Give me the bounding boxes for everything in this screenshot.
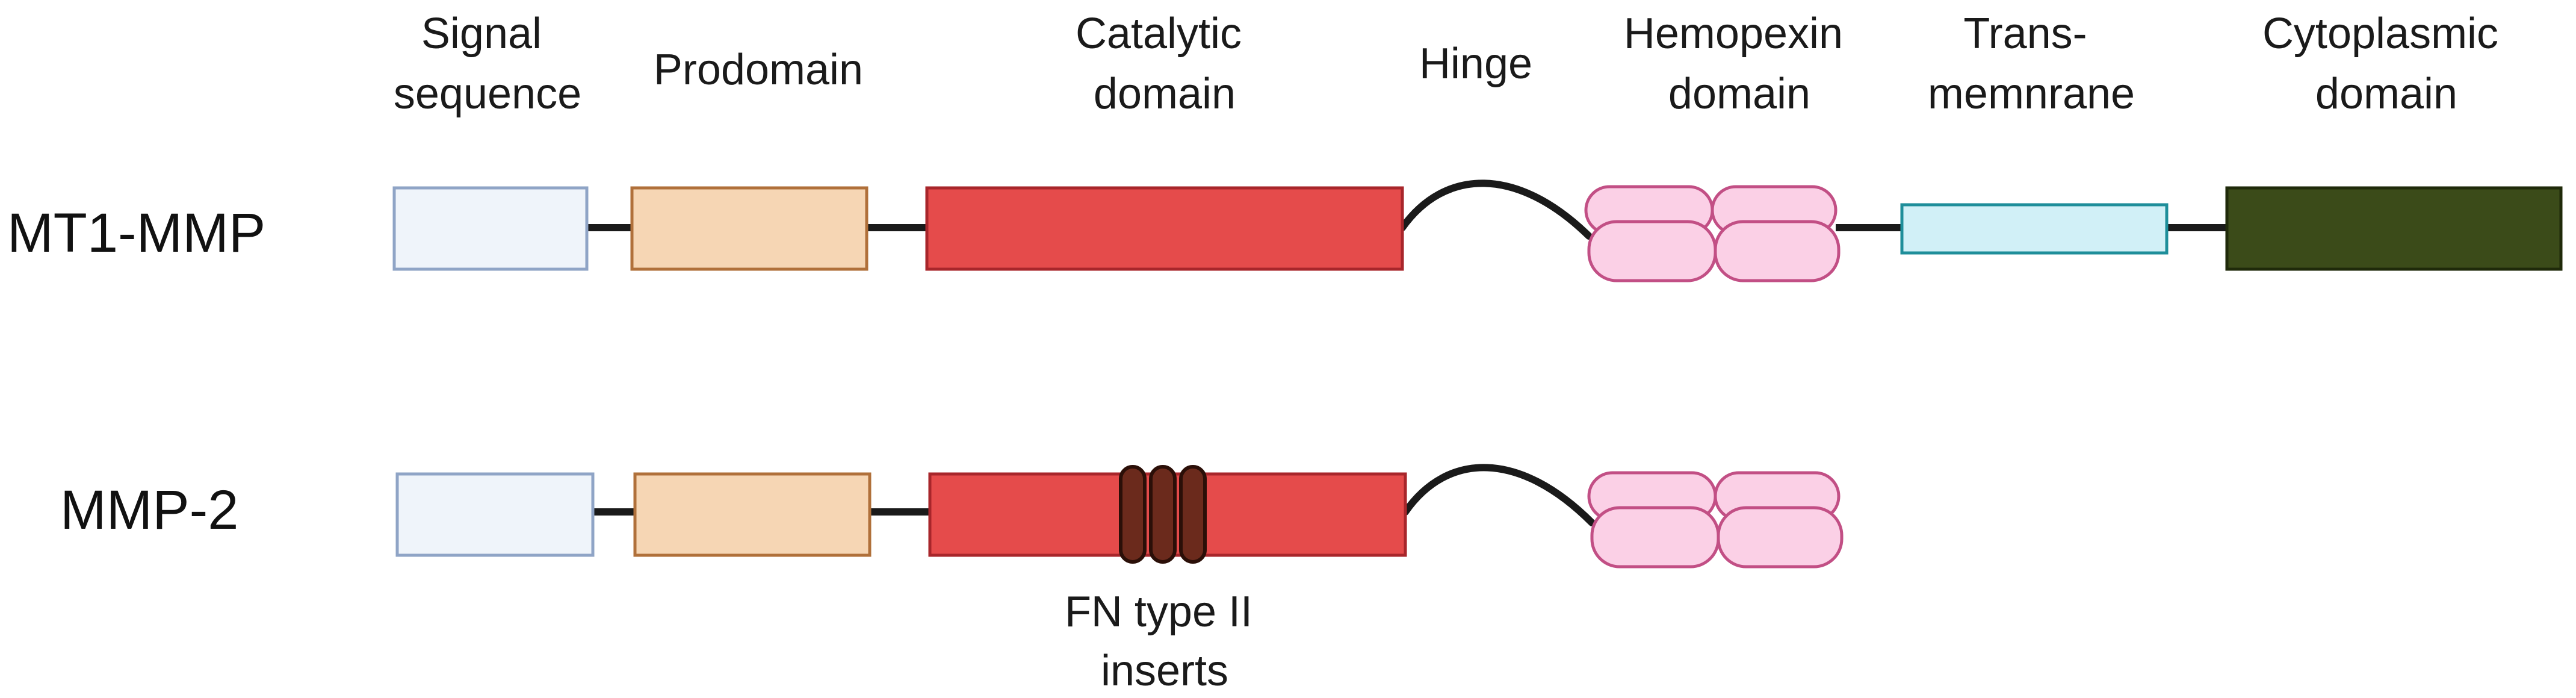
signal-sequence-domain <box>395 472 595 557</box>
mmp-2-domains <box>395 464 1844 569</box>
fn-type-ii-inserts <box>1119 465 1207 564</box>
row-label-mt1-mmp: MT1-MMP <box>7 202 265 264</box>
header-signal-sequence: Signal sequence <box>394 10 581 118</box>
hinge-loop <box>1399 179 1593 240</box>
hemopexin-domain <box>1584 185 1841 282</box>
header-catalytic-domain: Catalytic domain <box>1076 10 1254 118</box>
header-prodomain: Prodomain <box>654 46 863 94</box>
catalytic-domain <box>925 186 1404 271</box>
cytoplasmic-domain <box>2225 186 2563 271</box>
prodomain-domain <box>630 186 868 271</box>
row-label-mmp-2: MMP-2 <box>60 479 238 541</box>
fn-type-ii-inserts-label: FN type II inserts <box>1065 588 1265 695</box>
header-transmembrane: Trans- memnrane <box>1928 10 2135 118</box>
hinge-loop <box>1402 464 1596 526</box>
header-hinge: Hinge <box>1419 40 1532 88</box>
prodomain-domain <box>633 472 872 557</box>
header-hemopexin-domain: Hemopexin domain <box>1624 10 1855 118</box>
hemopexin-domain <box>1587 471 1844 569</box>
mt1-mmp-domains <box>392 179 2563 282</box>
transmembrane-domain <box>1900 203 2169 255</box>
signal-sequence-domain <box>392 186 589 271</box>
header-cytoplasmic-domain: Cytoplasmic domain <box>2262 10 2510 118</box>
